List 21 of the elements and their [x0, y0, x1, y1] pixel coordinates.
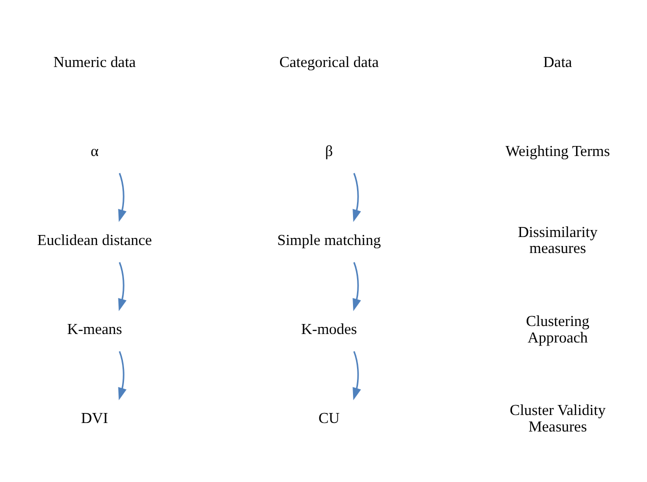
label: Numeric data: [53, 54, 136, 71]
node-text: Simple matching: [277, 232, 381, 249]
node-text: Euclidean distance: [37, 232, 152, 249]
arrow: [352, 172, 362, 222]
label: Clustering Approach: [526, 312, 590, 346]
label: Data: [543, 54, 572, 71]
node-text: K-means: [67, 321, 122, 338]
node-text: CU: [318, 410, 340, 428]
label: Categorical data: [279, 54, 379, 71]
arrow: [118, 172, 127, 222]
node-text: K-modes: [301, 321, 357, 338]
node-text: α: [90, 142, 99, 160]
node-text: β: [325, 142, 333, 160]
label: Cluster Validity Measures: [510, 402, 606, 436]
arrow: [118, 351, 127, 400]
label: Weighting Terms: [505, 142, 610, 160]
node-text: DVI: [81, 410, 108, 428]
arrow: [352, 351, 362, 400]
arrow: [352, 262, 362, 312]
arrow: [118, 262, 127, 312]
label: Dissimilarity measures: [518, 224, 598, 258]
